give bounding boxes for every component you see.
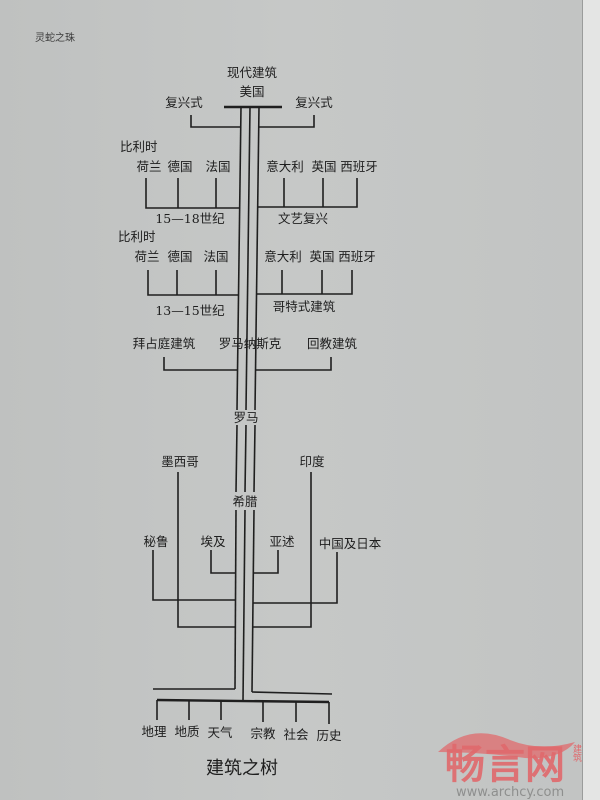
root-religion: 宗教 — [250, 726, 276, 741]
node-italy-2: 意大利 — [264, 249, 302, 264]
label-15-18-century: 15—18世纪 — [155, 211, 225, 226]
node-germany-2: 德国 — [167, 249, 192, 264]
running-header: 灵蛇之珠 — [35, 31, 75, 44]
label-gothic: 哥特式建筑 — [273, 299, 336, 314]
node-italy-1: 意大利 — [266, 159, 304, 174]
root-weather: 天气 — [207, 725, 233, 740]
node-spain-1: 西班牙 — [340, 159, 378, 174]
node-belgium-1: 比利时 — [120, 139, 158, 154]
node-spain-2: 西班牙 — [338, 249, 376, 264]
node-revival-left: 复兴式 — [165, 95, 203, 110]
node-mexico: 墨西哥 — [161, 454, 199, 469]
node-islamic: 回教建筑 — [307, 336, 358, 351]
watermark-brand: 畅言网 — [445, 742, 565, 788]
node-rome: 罗马 — [233, 410, 258, 425]
node-assyria: 亚述 — [269, 534, 295, 549]
root-geography: 地理 — [141, 724, 167, 739]
branch-islamic — [255, 357, 332, 371]
node-greece: 希腊 — [232, 494, 258, 509]
branch-mexico — [177, 472, 235, 628]
node-france-1: 法国 — [205, 159, 230, 174]
branch-byzantine — [163, 357, 237, 371]
root-society: 社会 — [283, 727, 309, 742]
root-geology: 地质 — [174, 724, 199, 739]
node-france-2: 法国 — [203, 249, 228, 264]
node-usa: 美国 — [239, 84, 264, 99]
renaissance-brackets — [145, 178, 358, 209]
base-right-spread — [251, 691, 333, 695]
root-bar — [156, 698, 330, 724]
branch-peru — [152, 550, 235, 601]
branch-china-japan — [253, 552, 338, 604]
label-13-15-century: 13—15世纪 — [155, 303, 225, 318]
node-england-1: 英国 — [311, 159, 336, 174]
root-history: 历史 — [316, 728, 342, 743]
node-india: 印度 — [299, 454, 325, 469]
node-germany-1: 德国 — [167, 159, 192, 174]
node-netherlands-1: 荷兰 — [136, 159, 161, 174]
node-byzantine: 拜占庭建筑 — [133, 336, 196, 351]
node-china-japan: 中国及日本 — [319, 536, 382, 551]
branch-assyria — [253, 550, 279, 574]
branch-india — [253, 472, 312, 628]
watermark-tag: 建筑 — [571, 743, 582, 763]
node-england-2: 英国 — [309, 249, 334, 264]
node-modern-architecture: 现代建筑 — [227, 65, 278, 80]
node-egypt: 埃及 — [200, 534, 226, 549]
node-revival-right: 复兴式 — [295, 95, 333, 110]
label-renaissance: 文艺复兴 — [278, 211, 328, 226]
watermark-url: www.archcy.com — [456, 785, 564, 800]
node-netherlands-2: 荷兰 — [134, 249, 159, 264]
node-peru: 秘鲁 — [143, 534, 168, 549]
node-belgium-2: 比利时 — [118, 229, 156, 244]
page-edge — [582, 0, 600, 800]
gothic-brackets — [147, 270, 353, 296]
node-romanesque: 罗马纳斯克 — [219, 336, 282, 351]
branch-egypt — [210, 550, 235, 574]
branch-revival-left — [190, 115, 241, 128]
watermark-logo: 畅言网 建筑 www.archcy.com — [438, 733, 582, 800]
book-page — [0, 0, 582, 800]
trunk — [234, 106, 260, 703]
diagram-caption: 建筑之树 — [206, 758, 278, 779]
branch-revival-right — [259, 115, 315, 128]
